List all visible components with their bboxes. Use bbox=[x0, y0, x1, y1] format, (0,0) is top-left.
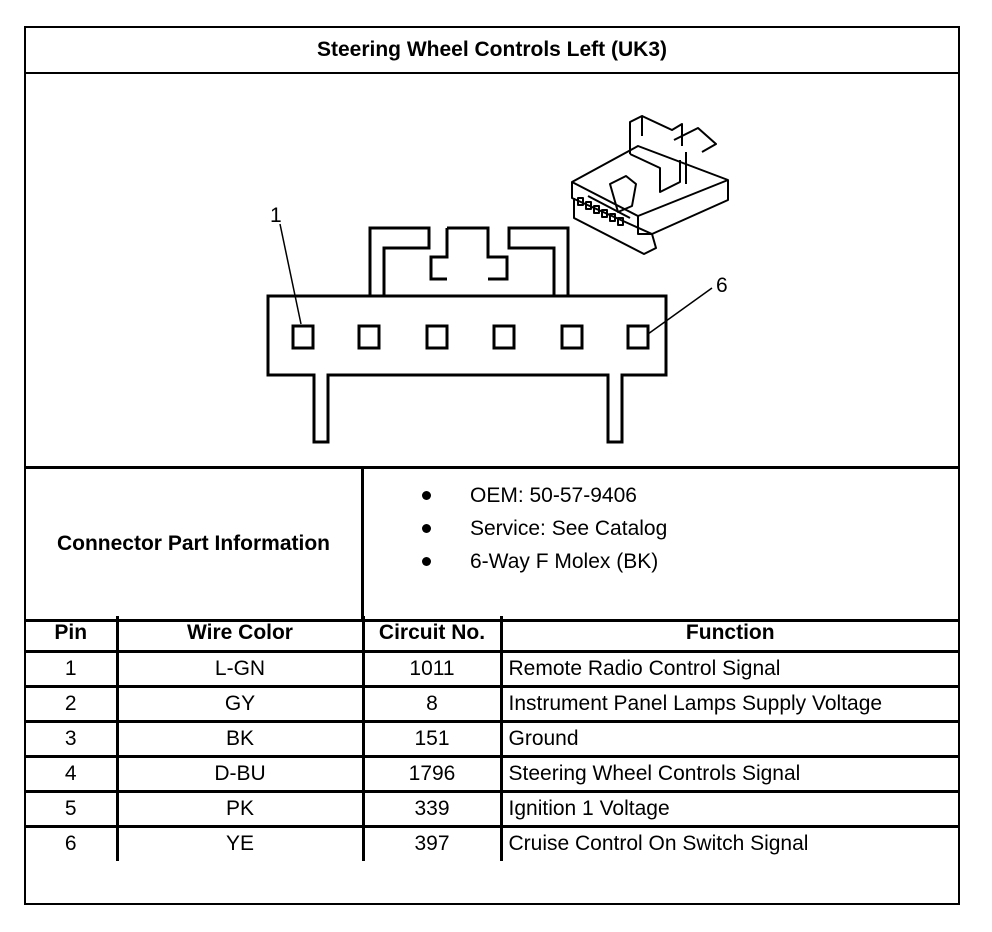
pin-cavity bbox=[357, 324, 381, 350]
pin-cavity bbox=[291, 324, 315, 350]
page-title: Steering Wheel Controls Left (UK3) bbox=[26, 28, 958, 74]
info-item-oem: OEM: 50-57-9406 bbox=[364, 479, 667, 512]
pin-cell: 1 bbox=[26, 649, 119, 688]
wire-color-cell: YE bbox=[115, 824, 365, 861]
function-cell: Ignition 1 Voltage bbox=[499, 789, 958, 828]
function-cell: Cruise Control On Switch Signal bbox=[499, 824, 958, 861]
wire-color-cell: PK bbox=[115, 789, 365, 828]
function-cell: Ground bbox=[499, 719, 958, 758]
info-item-description: 6-Way F Molex (BK) bbox=[364, 545, 667, 578]
circuit-cell: 1796 bbox=[361, 754, 503, 793]
column-header-function: Function bbox=[499, 616, 958, 653]
circuit-cell: 339 bbox=[361, 789, 503, 828]
pin-cavity bbox=[626, 324, 650, 350]
connector-info-list: OEM: 50-57-9406 Service: See Catalog 6-W… bbox=[364, 479, 667, 578]
pin-cell: 2 bbox=[26, 684, 119, 723]
pin-cavity bbox=[560, 324, 584, 350]
connector-info-label: Connector Part Information bbox=[26, 469, 364, 619]
connector-latch bbox=[368, 226, 431, 296]
bullet-icon bbox=[422, 491, 431, 500]
pin-cell: 4 bbox=[26, 754, 119, 793]
bullet-icon bbox=[422, 524, 431, 533]
circuit-cell: 1011 bbox=[361, 649, 503, 688]
pin-table: Pin Wire Color Circuit No. Function 1 L-… bbox=[26, 616, 958, 861]
pin-cell: 5 bbox=[26, 789, 119, 828]
column-header-pin: Pin bbox=[26, 616, 119, 653]
pin-table-header: Pin Wire Color Circuit No. Function bbox=[26, 616, 958, 653]
info-item-text: Service: See Catalog bbox=[470, 517, 668, 540]
connector-diagram: 1 6 bbox=[26, 74, 958, 466]
wire-color-cell: BK bbox=[115, 719, 365, 758]
pin-cell: 6 bbox=[26, 824, 119, 861]
table-row: 2 GY 8 Instrument Panel Lamps Supply Vol… bbox=[26, 684, 958, 723]
table-row: 4 D-BU 1796 Steering Wheel Controls Sign… bbox=[26, 754, 958, 793]
function-cell: Instrument Panel Lamps Supply Voltage bbox=[499, 684, 958, 723]
callout-leader-6 bbox=[647, 287, 713, 335]
circuit-cell: 8 bbox=[361, 684, 503, 723]
table-row: 1 L-GN 1011 Remote Radio Control Signal bbox=[26, 649, 958, 688]
table-row: 3 BK 151 Ground bbox=[26, 719, 958, 758]
column-header-wire-color: Wire Color bbox=[115, 616, 365, 653]
function-cell: Remote Radio Control Signal bbox=[499, 649, 958, 688]
connector-isometric-icon bbox=[571, 115, 729, 255]
info-item-text: OEM: 50-57-9406 bbox=[470, 484, 637, 507]
pin-cavity bbox=[492, 324, 516, 350]
wire-color-cell: L-GN bbox=[115, 649, 365, 688]
wire-color-cell: GY bbox=[115, 684, 365, 723]
callout-label-1: 1 bbox=[270, 204, 282, 227]
table-row: 5 PK 339 Ignition 1 Voltage bbox=[26, 789, 958, 828]
connector-body bbox=[266, 294, 668, 444]
connector-face-drawing: 1 6 bbox=[266, 115, 729, 444]
column-header-circuit: Circuit No. bbox=[361, 616, 503, 653]
circuit-cell: 151 bbox=[361, 719, 503, 758]
table-row: 6 YE 397 Cruise Control On Switch Signal bbox=[26, 824, 958, 861]
wire-color-cell: D-BU bbox=[115, 754, 365, 793]
circuit-cell: 397 bbox=[361, 824, 503, 861]
function-cell: Steering Wheel Controls Signal bbox=[499, 754, 958, 793]
bullet-icon bbox=[422, 557, 431, 566]
connector-info-row: Connector Part Information OEM: 50-57-94… bbox=[26, 466, 958, 622]
connector-sheet: Steering Wheel Controls Left (UK3) bbox=[24, 26, 960, 905]
pin-cavity bbox=[425, 324, 449, 350]
info-item-text: 6-Way F Molex (BK) bbox=[470, 550, 659, 573]
callout-label-6: 6 bbox=[716, 274, 728, 297]
pin-cell: 3 bbox=[26, 719, 119, 758]
callout-leader-1 bbox=[279, 223, 302, 325]
info-item-service: Service: See Catalog bbox=[364, 512, 667, 545]
